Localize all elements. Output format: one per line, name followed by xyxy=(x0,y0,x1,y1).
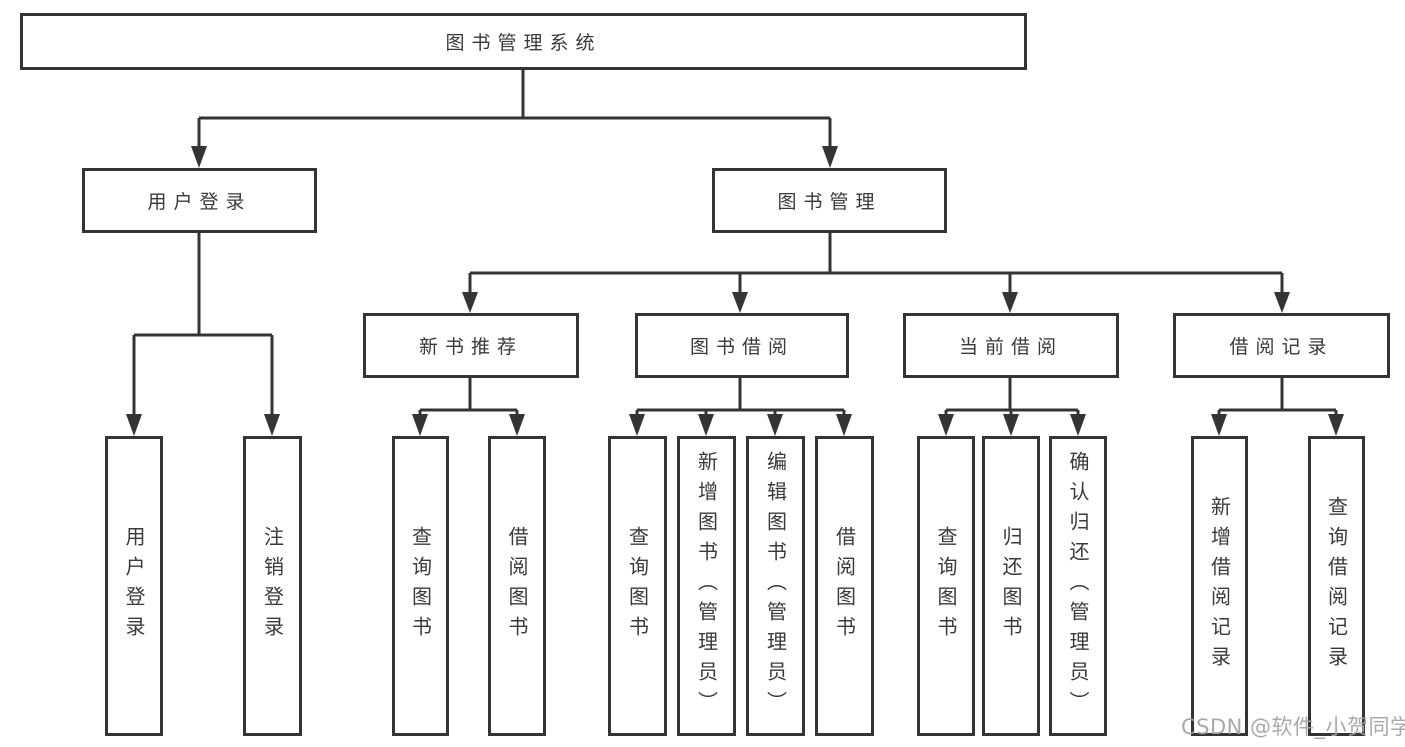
leaf-add-book-admin: 新增图书（管理员） xyxy=(677,436,736,736)
leaf-borrow-books-2: 借阅图书 xyxy=(815,436,874,736)
leaf-query-books-1: 查询图书 xyxy=(392,436,449,736)
node-book-borrow: 图书借阅 xyxy=(635,313,849,378)
leaf-confirm-return-admin: 确认归还（管理员） xyxy=(1049,436,1107,736)
node-book-management: 图书管理 xyxy=(712,168,947,233)
node-user-login: 用户登录 xyxy=(82,168,317,233)
leaf-edit-book-admin: 编辑图书（管理员） xyxy=(746,436,805,736)
node-new-book-recommend: 新书推荐 xyxy=(363,313,579,378)
leaf-return-book: 归还图书 xyxy=(982,436,1040,736)
leaf-query-borrow-record: 查询借阅记录 xyxy=(1308,436,1365,736)
leaf-query-books-2: 查询图书 xyxy=(608,436,667,736)
leaf-user-login: 用户登录 xyxy=(105,436,163,736)
leaf-query-books-3: 查询图书 xyxy=(917,436,975,736)
leaf-logout: 注销登录 xyxy=(243,436,302,736)
leaf-borrow-books-1: 借阅图书 xyxy=(488,436,546,736)
watermark: CSDN @软件_小贺同学 xyxy=(1181,715,1405,739)
node-borrow-records: 借阅记录 xyxy=(1173,313,1390,378)
node-current-borrow: 当前借阅 xyxy=(903,313,1119,378)
leaf-add-borrow-record: 新增借阅记录 xyxy=(1191,436,1248,736)
node-library-management-system: 图书管理系统 xyxy=(20,13,1027,70)
